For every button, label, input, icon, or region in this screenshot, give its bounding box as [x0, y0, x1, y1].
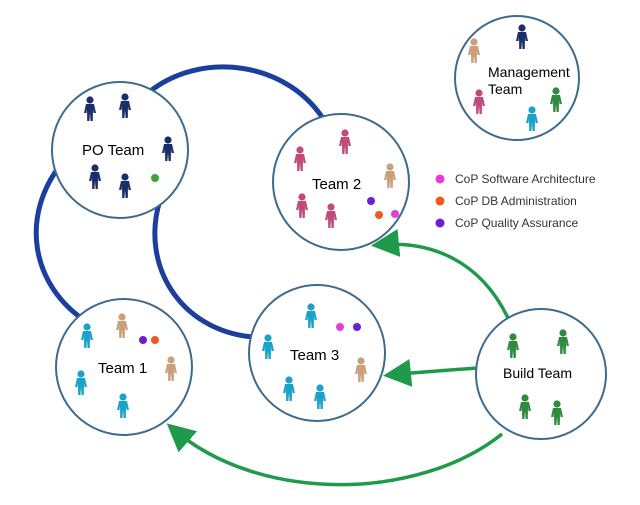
build-team: Build Team	[475, 308, 607, 440]
team2: Team 2	[272, 113, 410, 251]
cop-dot	[367, 197, 375, 205]
arrow-build-to-team2	[371, 229, 510, 319]
legend-dot-software-architecture	[435, 174, 445, 184]
management-team-label-line1: Management	[488, 64, 570, 80]
link-po-team2	[146, 64, 330, 127]
team2-circle	[272, 113, 410, 251]
team3-label: Team 3	[290, 347, 339, 364]
cop-dot	[151, 336, 159, 344]
legend-label-software-architecture: CoP Software Architecture	[455, 172, 596, 186]
cop-dot	[391, 210, 399, 218]
po-team-label: PO Team	[82, 142, 144, 159]
build-arrows	[166, 229, 510, 487]
legend-label-db-administration: CoP DB Administration	[455, 194, 577, 208]
cop-dot	[353, 323, 361, 331]
team3: Team 3	[248, 284, 386, 422]
arrow-build-to-team1	[166, 423, 504, 487]
cop-dot	[375, 211, 383, 219]
management-team: Management Team	[454, 15, 580, 141]
team1-label: Team 1	[98, 360, 147, 377]
link-po-team3	[152, 199, 253, 340]
cop-dot	[139, 336, 147, 344]
management-team-circle	[454, 15, 580, 141]
po-team: PO Team	[51, 81, 189, 219]
team2-label: Team 2	[312, 176, 361, 193]
cop-dot	[151, 174, 159, 182]
team-links	[33, 64, 330, 340]
build-team-circle	[475, 308, 607, 440]
legend: CoP Software Architecture CoP DB Adminis…	[435, 172, 596, 230]
team1: Team 1	[55, 298, 193, 436]
arrow-build-to-team3	[383, 358, 479, 387]
cop-dot	[336, 323, 344, 331]
po-team-circle	[51, 81, 189, 219]
link-po-team1	[33, 161, 89, 325]
team3-circle	[248, 284, 386, 422]
legend-dot-db-administration	[435, 196, 445, 206]
build-team-label: Build Team	[503, 365, 572, 381]
legend-dot-quality-assurance	[435, 218, 445, 228]
legend-label-quality-assurance: CoP Quality Assurance	[455, 216, 579, 230]
management-team-label-line2: Team	[488, 81, 522, 97]
